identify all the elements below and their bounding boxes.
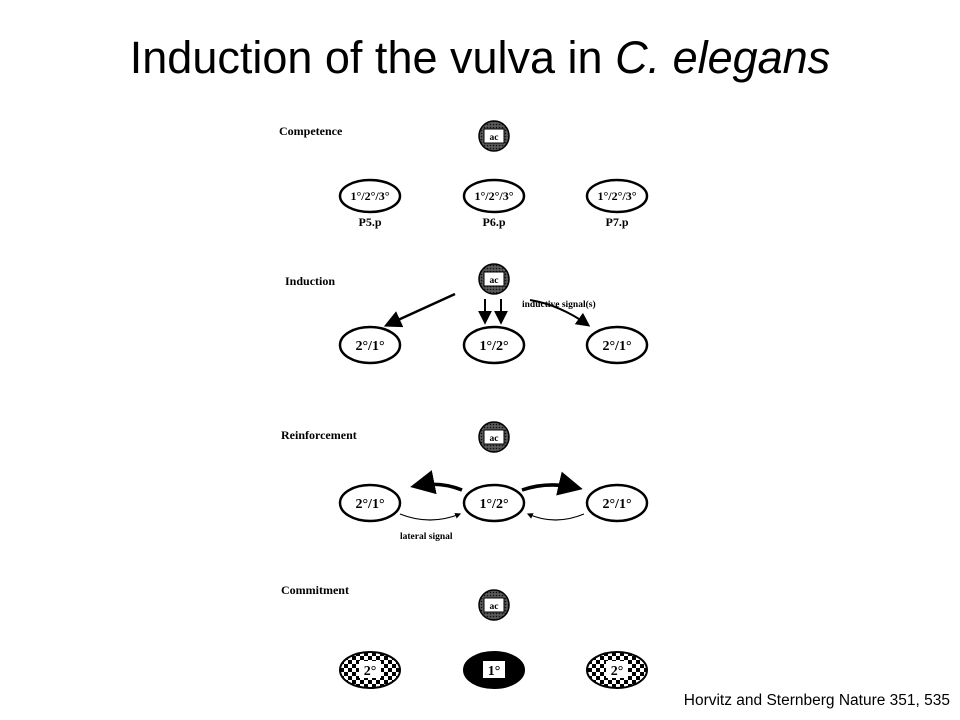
competence-cell-p5p: 1°/2°/3° P5.p	[338, 178, 402, 229]
ac-label: ac	[490, 602, 499, 612]
anchor-cell-commitment: ac	[478, 589, 510, 621]
anchor-cell-induction: ac	[478, 263, 510, 295]
cell-fate-label: 1°/2°/3°	[597, 189, 636, 203]
cell-fate-label: 2°	[364, 664, 377, 679]
induction-cell-center: 1°/2°	[462, 325, 526, 365]
competence-cell-p7p: 1°/2°/3° P7.p	[585, 178, 649, 229]
stage-label-induction: Induction	[285, 274, 335, 288]
anchor-cell-reinforcement: ac	[478, 421, 510, 453]
cell-fate-label: 2°/1°	[355, 339, 384, 354]
reinforcement-cell-left: 2°/1°	[338, 483, 402, 523]
citation: Horvitz and Sternberg Nature 351, 535	[683, 692, 950, 709]
lateral-signal-arrows	[399, 470, 585, 521]
cell-fate-label: 1°/2°/3°	[350, 189, 389, 203]
commitment-cell-right-secondary: 2°	[586, 651, 648, 689]
inductive-signal-arrows	[383, 292, 591, 328]
stage-label-commitment: Commitment	[281, 583, 349, 597]
title-species: C. elegans	[615, 32, 831, 83]
cell-fate-label: 1°/2°/3°	[474, 189, 513, 203]
ac-label: ac	[490, 276, 499, 286]
competence-cell-p6p: 1°/2°/3° P6.p	[462, 178, 526, 229]
slide-title: Induction of the vulva in C. elegans	[0, 28, 960, 88]
induction-cell-left: 2°/1°	[338, 325, 402, 365]
lateral-signal-label: lateral signal	[400, 532, 453, 542]
ac-label: ac	[490, 133, 499, 143]
ac-label: ac	[490, 434, 499, 444]
cell-name-label: P7.p	[605, 215, 628, 229]
stage-label-competence: Competence	[279, 124, 343, 138]
cell-fate-label: 1°	[488, 664, 501, 679]
reinforcement-cell-right: 2°/1°	[585, 483, 649, 523]
cell-fate-label: 1°/2°	[479, 497, 508, 512]
cell-name-label: P5.p	[358, 215, 381, 229]
inductive-signal-label: inductive signal(s)	[522, 299, 596, 310]
cell-fate-label: 2°	[611, 664, 624, 679]
title-main: Induction of the vulva in	[129, 32, 616, 83]
commitment-cell-left-secondary: 2°	[339, 651, 401, 689]
stage-label-reinforcement: Reinforcement	[281, 428, 357, 442]
commitment-cell-center-primary: 1°	[463, 651, 525, 689]
induction-cell-right: 2°/1°	[585, 325, 649, 365]
cell-fate-label: 1°/2°	[479, 339, 508, 354]
cell-name-label: P6.p	[482, 215, 505, 229]
reinforcement-cell-center: 1°/2°	[462, 483, 526, 523]
cell-fate-label: 2°/1°	[602, 339, 631, 354]
cell-fate-label: 2°/1°	[355, 497, 384, 512]
cell-fate-label: 2°/1°	[602, 497, 631, 512]
anchor-cell-competence: ac	[478, 120, 510, 152]
